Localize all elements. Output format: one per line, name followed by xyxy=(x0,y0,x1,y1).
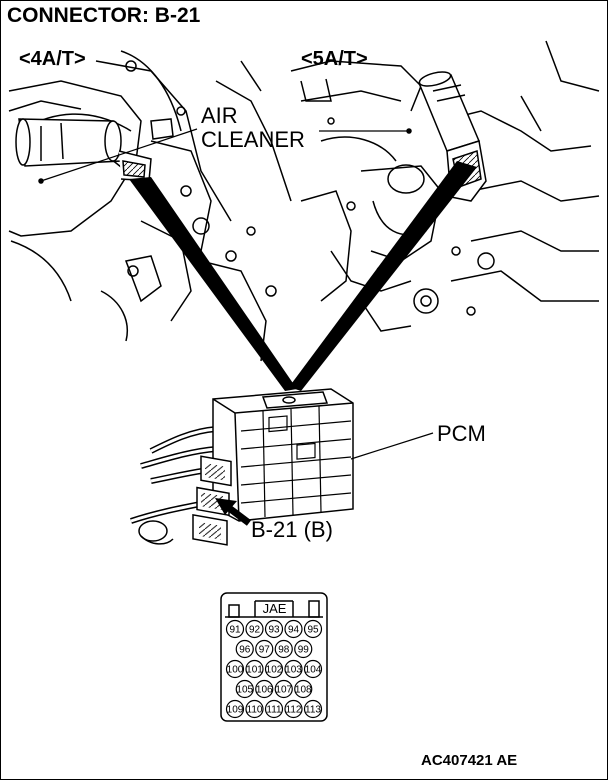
pin-104 xyxy=(303,659,323,679)
pin-number-108: 108 xyxy=(295,685,312,696)
pin-number-93: 93 xyxy=(268,625,280,636)
pin-number-106: 106 xyxy=(256,685,273,696)
pin-113 xyxy=(303,699,323,719)
variant-label-5at: <5A/T> xyxy=(301,48,368,70)
pin-number-97: 97 xyxy=(259,645,271,656)
connector-b21-label: B-21 (B) xyxy=(251,517,333,542)
pin-112 xyxy=(284,699,303,719)
pin-number-103: 103 xyxy=(285,665,302,676)
variant-label-4at: <4A/T> xyxy=(19,48,86,70)
pin-number-92: 92 xyxy=(249,625,261,636)
pin-111 xyxy=(264,699,284,719)
pin-109 xyxy=(225,699,245,719)
pin-number-99: 99 xyxy=(298,645,310,656)
callout-wedges xyxy=(129,161,477,391)
pin-95 xyxy=(303,619,323,639)
pin-101 xyxy=(245,659,264,679)
connector-header-label: JAE xyxy=(262,601,287,616)
pin-number-95: 95 xyxy=(307,625,319,636)
pin-number-96: 96 xyxy=(239,645,251,656)
pin-number-105: 105 xyxy=(236,685,253,696)
pin-number-91: 91 xyxy=(229,625,241,636)
b21-arrow xyxy=(215,498,252,526)
left-air-cleaner-duct xyxy=(15,118,152,184)
pin-94 xyxy=(284,619,303,639)
pin-106 xyxy=(255,679,274,699)
pin-number-109: 109 xyxy=(227,705,244,716)
pin-number-98: 98 xyxy=(278,645,290,656)
connector-title: CONNECTOR: B-21 xyxy=(7,4,201,27)
pin-number-110: 110 xyxy=(247,705,263,716)
pin-107 xyxy=(274,679,293,699)
pin-number-107: 107 xyxy=(275,685,292,696)
pin-102 xyxy=(264,659,284,679)
pin-98 xyxy=(274,639,293,659)
pin-103 xyxy=(284,659,303,679)
pin-91 xyxy=(225,619,245,639)
pin-number-102: 102 xyxy=(266,665,283,676)
air-cleaner-label-line2: CLEANER xyxy=(201,127,305,152)
air-cleaner-leader-lines xyxy=(40,128,409,182)
pin-99 xyxy=(294,639,313,659)
pcm-leader-line xyxy=(350,432,434,460)
pcm-module xyxy=(130,388,354,546)
pin-108 xyxy=(294,679,313,699)
pin-number-101: 101 xyxy=(246,665,263,676)
pin-100 xyxy=(225,659,245,679)
pin-number-100: 100 xyxy=(227,665,244,676)
pin-number-111: 111 xyxy=(266,705,282,716)
pcm-label: PCM xyxy=(437,421,486,446)
pin-number-113: 113 xyxy=(305,705,321,716)
pin-97 xyxy=(255,639,274,659)
pin-110 xyxy=(245,699,264,719)
pin-105 xyxy=(235,679,254,699)
figure-code: AC407421 AE xyxy=(421,752,518,769)
pin-number-94: 94 xyxy=(288,625,300,636)
pin-96 xyxy=(235,639,254,659)
pin-number-104: 104 xyxy=(305,665,322,676)
left-engine-bay xyxy=(8,50,292,362)
pin-92 xyxy=(245,619,264,639)
pin-93 xyxy=(264,619,284,639)
pin-number-112: 112 xyxy=(286,705,302,716)
air-cleaner-label-line1: AIR xyxy=(201,103,238,128)
